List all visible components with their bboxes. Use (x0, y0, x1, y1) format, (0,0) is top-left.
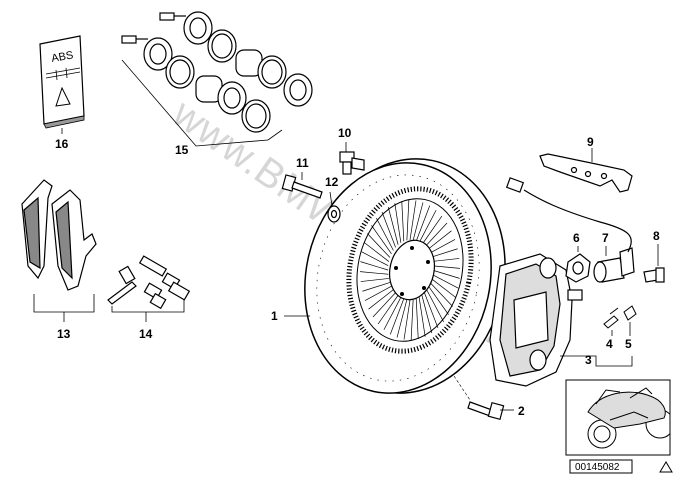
caliper-bolt[interactable] (467, 401, 505, 421)
sensor-gasket[interactable] (565, 253, 591, 283)
seal-ring-kit[interactable] (121, 11, 313, 133)
abs-sticker[interactable]: ABS (39, 35, 85, 129)
diagram-id: 00145082 (575, 462, 620, 473)
callout-8: 8 (653, 229, 660, 243)
callout-16: 16 (55, 137, 69, 151)
sensor-screw[interactable] (643, 267, 665, 283)
abs-sticker-label: ABS (50, 49, 74, 65)
motorcycle-thumbnail (565, 379, 671, 456)
callout-1: 1 (271, 309, 278, 323)
warning-triangle-icon (55, 86, 71, 107)
callout-9: 9 (587, 135, 594, 149)
callout-10: 10 (338, 126, 352, 140)
callout-3: 3 (585, 353, 592, 367)
callout-12: 12 (325, 175, 339, 189)
brake-caliper[interactable] (489, 253, 583, 387)
callout-13: 13 (57, 327, 71, 341)
dust-cap[interactable] (623, 305, 637, 321)
abs-sensor[interactable] (593, 247, 635, 283)
brake-pads[interactable] (21, 179, 97, 291)
callout-6: 6 (573, 231, 580, 245)
callout-15: 15 (175, 143, 189, 157)
sensor-bracket[interactable] (539, 153, 633, 193)
callout-11: 11 (296, 156, 309, 170)
sensor-cable (505, 177, 632, 253)
triangle-icon (659, 461, 673, 473)
callout-7: 7 (602, 231, 609, 245)
bleed-screw[interactable] (603, 307, 619, 329)
pad-pins-and-clip[interactable] (107, 255, 191, 310)
callout-4: 4 (606, 337, 613, 351)
brake-disc[interactable] (284, 141, 527, 412)
callout-5: 5 (625, 337, 632, 351)
disc-bolt-10[interactable] (339, 151, 365, 175)
diagram-id-box (569, 459, 633, 474)
callout-14: 14 (139, 327, 153, 341)
disc-bolt-11[interactable] (281, 174, 323, 199)
callout-2: 2 (518, 404, 525, 418)
washer-12[interactable] (327, 205, 341, 223)
